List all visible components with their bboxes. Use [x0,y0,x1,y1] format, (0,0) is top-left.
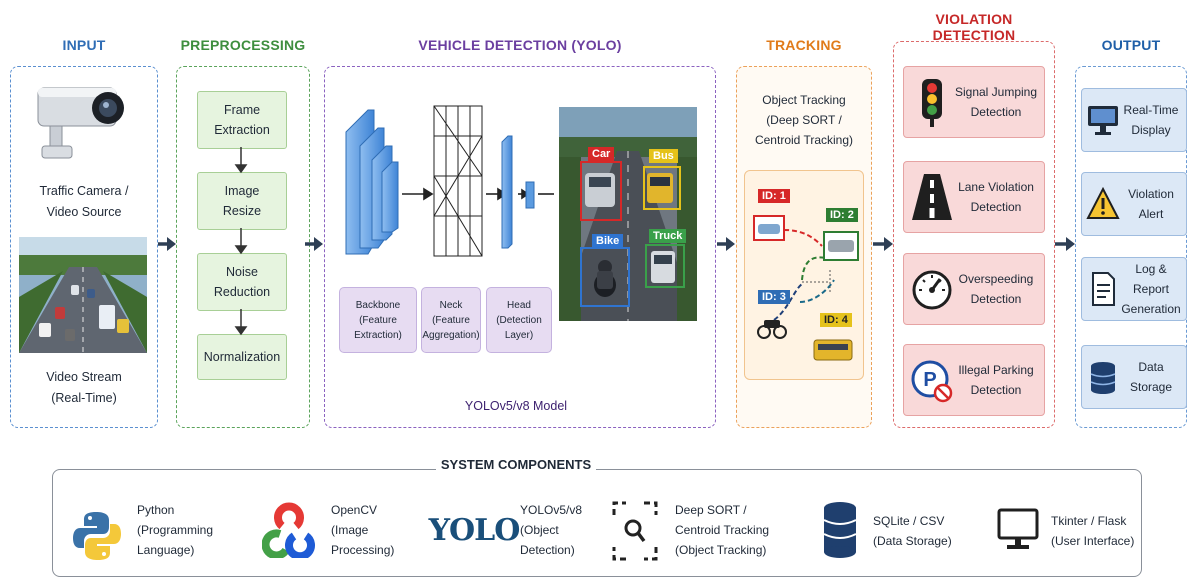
component-label-deepsort: Deep SORT / Centroid Tracking (Object Tr… [675,503,770,557]
python-icon [73,512,121,560]
input-panel [10,66,158,428]
preprocess-step-image-resize: Image Resize [197,172,287,230]
output-label: Real-Time Display [1123,103,1179,137]
database-icon [823,502,857,558]
bbox-label-bus: Bus [649,149,678,163]
stage-title-violation: VIOLATION DETECTION [932,11,1016,43]
yolo-network-diagram [345,105,554,257]
output-label: Log & Report Generation [1121,262,1181,316]
components-title: SYSTEM COMPONENTS [436,455,596,473]
violation-label: Lane Violation Detection [958,180,1034,214]
bbox-label-bike: Bike [592,234,624,248]
svg-text:P: P [923,369,936,391]
yolo-block-neck: Neck (Feature Aggregation) [421,287,481,353]
monitor-icon [1088,106,1118,135]
components-panel [52,469,1142,577]
flow-arrow-violation-to-output [1055,237,1075,251]
output-card-storage: Data Storage [1081,345,1187,409]
stage-title-output: OUTPUT [1101,37,1161,53]
bbox-bike [580,247,630,307]
preprocess-step-noise-reduction: Noise Reduction [197,253,287,311]
monitor-icon [997,508,1039,549]
output-panel [1075,66,1187,428]
camera-label: Traffic Camera / Video Source [39,184,129,219]
preprocess-step-frame-extraction: Frame Extraction [197,91,287,149]
tracking-paths [753,215,859,361]
output-label: Data Storage [1129,360,1173,394]
stage-title-preprocessing: PREPROCESSING [180,37,306,53]
tracking-search-icon [612,501,658,561]
stage-title-tracking: TRACKING [766,37,842,53]
speedometer-icon [912,270,952,310]
security-camera-icon [37,87,124,159]
preprocess-step-normalization: Normalization [197,334,287,380]
warning-icon [1086,186,1120,219]
detection-panel [324,66,716,428]
video-stream-image [19,237,147,353]
track-id-3: ID: 3 [758,290,790,304]
violation-card-lane: Lane Violation Detection [903,161,1045,233]
output-card-alert: Violation Alert [1081,172,1187,236]
yolo-icon: YOLO [428,512,521,548]
violation-card-illegal-parking: P Illegal Parking Detection [903,344,1045,416]
stage-title-input: INPUT [62,37,106,53]
preprocess-flow-arrows [234,147,248,336]
opencv-icon [262,502,315,558]
flow-arrow-input-to-preprocessing [158,237,176,251]
violation-label: Signal Jumping Detection [954,85,1038,119]
road-icon [912,174,952,220]
component-label-python: Python (Programming Language) [137,503,214,557]
stream-label: Video Stream (Real-Time) [46,370,122,405]
component-label-sqlite: SQLite / CSV (Data Storage) [873,514,952,548]
database-icon [1090,362,1116,394]
output-card-report: Log & Report Generation [1081,257,1187,321]
preprocessing-panel [176,66,310,428]
violation-label: Illegal Parking Detection [958,363,1034,397]
violation-card-overspeeding: Overspeeding Detection [903,253,1045,325]
traffic-light-icon [922,79,942,127]
yolo-block-head: Head (Detection Layer) [486,287,552,353]
bbox-bus [643,166,681,210]
track-id-1: ID: 1 [758,189,790,203]
yolo-block-backbone: Backbone (Feature Extraction) [339,287,417,353]
no-parking-icon: P [911,360,953,403]
output-label: Violation Alert [1128,187,1174,221]
violation-panel [893,41,1055,428]
document-icon [1092,272,1115,306]
yolo-model-label: YOLOv5/v8 Model [464,399,568,413]
output-card-display: Real-Time Display [1081,88,1187,152]
flow-arrow-tracking-to-violation [873,237,893,251]
bbox-truck [645,244,685,288]
track-id-4: ID: 4 [820,313,852,327]
violation-label: Overspeeding Detection [958,272,1034,306]
component-label-tkinter: Tkinter / Flask (User Interface) [1051,514,1135,548]
track-id-2: ID: 2 [826,208,858,222]
component-label-opencv: OpenCV (Image Processing) [331,503,395,557]
bbox-label-truck: Truck [649,229,687,243]
violation-card-signal-jumping: Signal Jumping Detection [903,66,1045,138]
component-label-yolo: YOLOv5/v8 (Object Detection) [520,503,583,557]
stage-title-detection: VEHICLE DETECTION (YOLO) [418,37,622,53]
flow-arrow-detection-to-tracking [717,237,735,251]
tracking-title: Object Tracking (Deep SORT / Centroid Tr… [754,93,854,147]
bbox-label-car: Car [588,147,615,161]
bbox-car [580,161,622,221]
flow-arrow-preprocessing-to-detection [305,237,323,251]
